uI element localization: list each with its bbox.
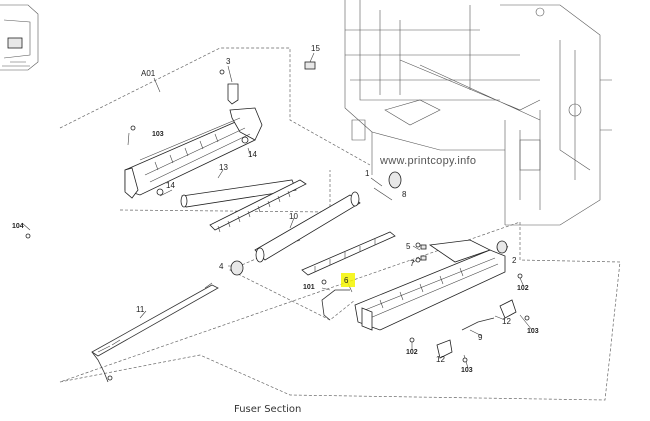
callout-103-bottom: 103 — [461, 367, 473, 374]
clip-part-5 — [420, 244, 427, 250]
callout-11: 11 — [136, 305, 145, 314]
watermark: www.printcopy.info — [379, 155, 476, 167]
lower-fuser-frame — [354, 239, 506, 331]
callout-14-right: 14 — [248, 150, 257, 159]
clip-part-7 — [420, 255, 427, 261]
machine-frame — [344, 0, 612, 226]
callout-14-left: 14 — [166, 181, 175, 190]
part-6-highlight — [341, 273, 355, 287]
wire-part-6 — [321, 289, 350, 321]
callouts: A01 3 15 103 14 14 13 104 1 8 10 5 7 2 4… — [12, 44, 539, 374]
callout-6: 6 — [344, 276, 349, 285]
callout-12-right: 12 — [502, 317, 511, 326]
callout-3: 3 — [226, 57, 231, 66]
callout-8: 8 — [402, 190, 407, 199]
callout-101: 101 — [303, 284, 315, 291]
callout-104: 104 — [12, 223, 24, 230]
callout-4: 4 — [219, 262, 224, 271]
callout-2: 2 — [512, 256, 517, 265]
screw-icons — [25, 69, 530, 363]
harness-part-11 — [91, 282, 219, 383]
bracket-part-12a — [499, 299, 517, 319]
fuser-roller-part-10 — [254, 191, 361, 263]
upper-fuser-frame — [124, 107, 263, 199]
callout-103-top: 103 — [152, 131, 164, 138]
bearing-part-1 — [388, 171, 402, 189]
callout-15: 15 — [311, 44, 320, 53]
callout-7: 7 — [410, 259, 415, 268]
callout-102-right: 102 — [517, 285, 529, 292]
callout-1: 1 — [365, 169, 370, 178]
callout-5: 5 — [406, 242, 411, 251]
callout-10: 10 — [289, 212, 298, 221]
diagram-caption: Fuser Section — [234, 404, 301, 415]
machine-fragment-left — [0, 4, 39, 71]
bracket-part-12b — [436, 339, 453, 359]
upper-guide-plate — [301, 231, 396, 276]
callout-13: 13 — [219, 163, 228, 172]
callout-a01: A01 — [141, 69, 156, 78]
guide-comb — [209, 179, 307, 233]
wire-part-9 — [461, 317, 495, 331]
connector-part-15 — [304, 61, 316, 70]
callout-9: 9 — [478, 333, 483, 342]
assembly-outline — [59, 47, 621, 401]
callout-103-right: 103 — [527, 328, 539, 335]
bearing-part-2 — [496, 240, 508, 254]
callout-12-bottom: 12 — [436, 355, 445, 364]
bracket-part-3 — [227, 83, 239, 105]
bearing-part-4 — [230, 260, 244, 276]
callout-102-bottom: 102 — [406, 349, 418, 356]
roller-part-13 — [180, 179, 297, 208]
